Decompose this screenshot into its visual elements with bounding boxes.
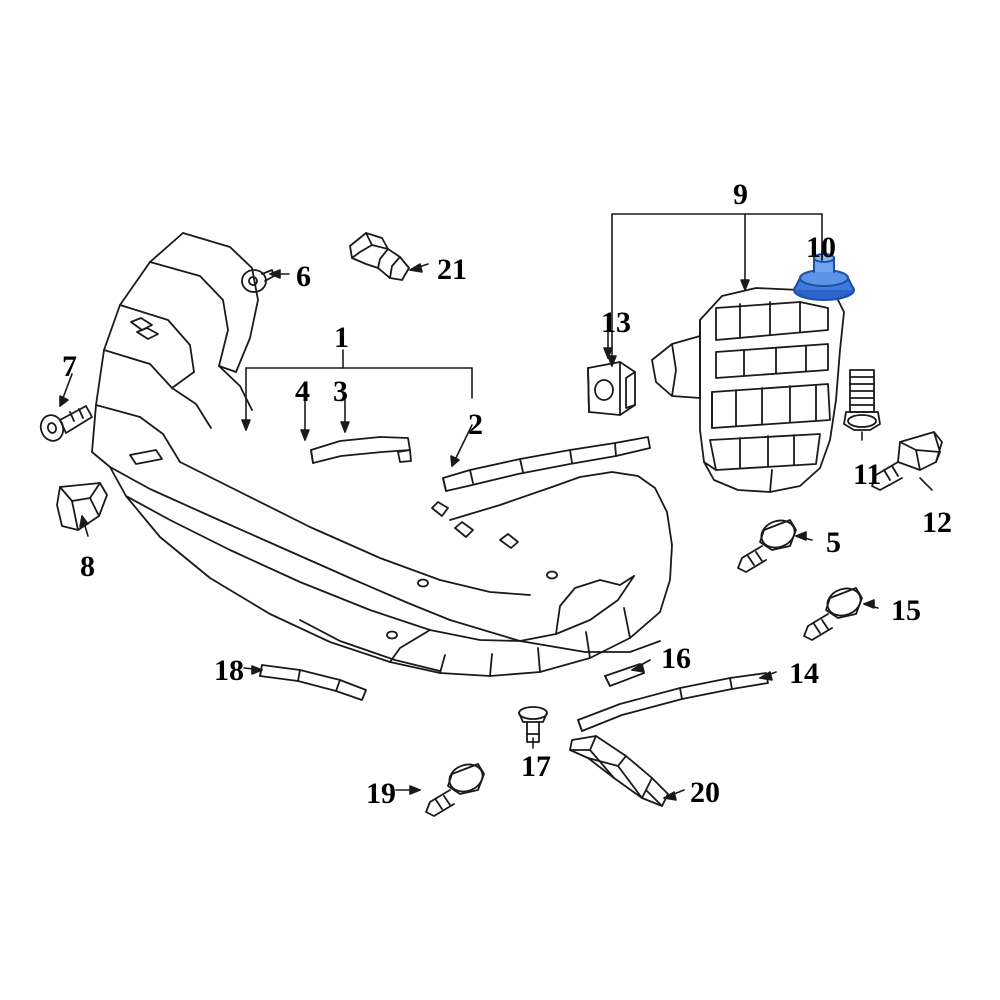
callout-9: 9 xyxy=(733,178,748,211)
side-cover-8 xyxy=(56,482,108,531)
callout-10: 10 xyxy=(806,231,836,264)
callout-20: 20 xyxy=(690,776,720,809)
callout-19: 19 xyxy=(366,777,396,810)
callout-8: 8 xyxy=(80,550,95,583)
rear-bumper-cover-assembly xyxy=(91,232,673,677)
callout-12: 12 xyxy=(922,506,952,539)
bumper-side-bracket-9 xyxy=(651,287,845,493)
push-pin-7 xyxy=(39,405,93,442)
screw-15 xyxy=(803,587,863,641)
bumper-upper-retainer-strip xyxy=(442,436,651,492)
clip-16 xyxy=(604,663,645,687)
callout-4: 4 xyxy=(295,375,310,408)
push-rivet-6 xyxy=(241,269,275,293)
callout-16: 16 xyxy=(661,642,691,675)
push-rivet-17 xyxy=(518,706,548,743)
lower-molding-18 xyxy=(259,664,367,701)
callout-18: 18 xyxy=(214,654,244,687)
callout-13: 13 xyxy=(601,306,631,339)
bolt-flange-11 xyxy=(843,369,881,431)
callout-1: 1 xyxy=(334,321,349,354)
callout-11: 11 xyxy=(853,458,882,491)
callout-14: 14 xyxy=(789,657,819,690)
leader-lines xyxy=(59,213,933,801)
side-bracket-20 xyxy=(569,735,669,807)
callout-7: 7 xyxy=(62,350,77,383)
callout-5: 5 xyxy=(826,526,841,559)
grommet-10-highlighted xyxy=(793,253,855,301)
callout-3: 3 xyxy=(333,375,348,408)
bumper-upper-seal-small xyxy=(310,436,412,464)
callout-17: 17 xyxy=(521,750,551,783)
sensor-bracket-13 xyxy=(587,361,636,416)
lower-molding-14 xyxy=(577,672,769,732)
callout-15: 15 xyxy=(891,594,921,627)
callout-6: 6 xyxy=(296,260,311,293)
callout-21: 21 xyxy=(437,253,467,286)
screw-19 xyxy=(425,763,485,817)
callout-2: 2 xyxy=(468,408,483,441)
screw-tapping-5 xyxy=(737,519,797,573)
bracket-21 xyxy=(349,232,410,281)
bolt-hex-12 xyxy=(871,431,943,491)
